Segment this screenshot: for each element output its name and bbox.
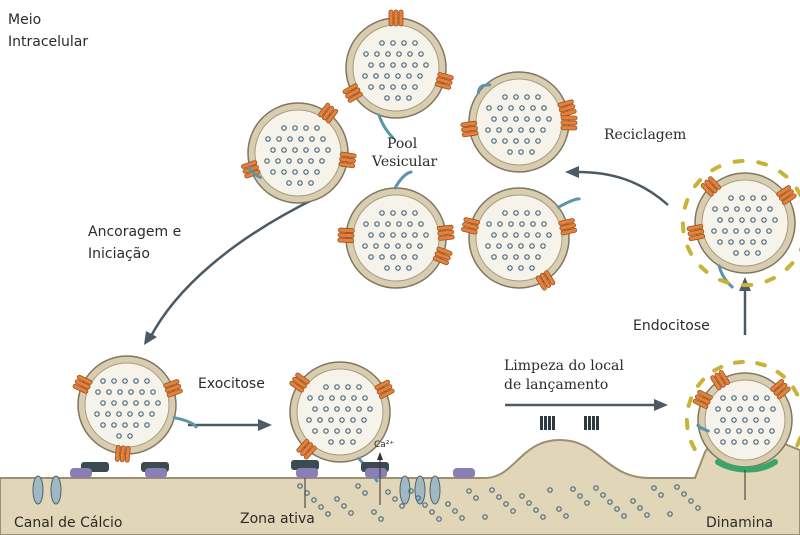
protein-cluster (339, 152, 357, 168)
label-limpeza-line2: de lançamento (504, 377, 608, 393)
residual-protein (548, 416, 551, 430)
label-ancoragem-line1: Ancoragem e (88, 224, 181, 240)
clathrin-segment (764, 275, 777, 284)
clathrin-segment (686, 396, 694, 409)
protein-cluster (338, 228, 355, 243)
arrow-docking (150, 197, 318, 338)
clathrin-segment (784, 260, 795, 271)
label-limpeza-line1: Limpeza do local (504, 358, 624, 374)
vesicle (461, 188, 579, 291)
protein (125, 446, 130, 462)
label-canal: Canal de Cálcio (14, 515, 123, 531)
clathrin-segment (710, 164, 722, 173)
ca-arrow-head (377, 452, 383, 460)
protein-cluster (389, 10, 403, 26)
protein-cluster (437, 225, 454, 241)
snare-tail (395, 172, 411, 188)
protein (561, 116, 577, 120)
rim-protein (296, 468, 318, 478)
vesicle (342, 10, 454, 138)
protein (561, 126, 577, 130)
label-meio-line2: Intracelular (8, 34, 88, 50)
calcium-channel (33, 476, 43, 504)
label-endocitose: Endocitose (633, 318, 710, 334)
clathrin-segment (756, 160, 769, 167)
clathrin-segment (732, 159, 744, 164)
label-reciclagem: Reciclagem (604, 127, 686, 143)
vesicle (72, 356, 196, 462)
protein-cluster (558, 218, 577, 235)
clathrin-segment (695, 377, 706, 389)
rim-protein (453, 468, 475, 478)
arrow-clearance-head (654, 399, 668, 411)
rim-protein (145, 468, 167, 478)
clathrin-segment (692, 177, 703, 189)
protein (561, 121, 577, 125)
label-zona: Zona ativa (240, 511, 315, 527)
arrow-exocytosis-head (258, 419, 272, 431)
residual-protein (596, 416, 599, 430)
vesicle-lumen (705, 380, 785, 460)
residual-protein (544, 416, 547, 430)
clathrin-segment (688, 439, 697, 452)
label-ca: Ca²⁺ (374, 440, 394, 450)
clathrin-segment (775, 369, 787, 380)
arrow-docking-head (144, 331, 157, 345)
protein (338, 233, 354, 238)
clathrin-segment (741, 283, 753, 287)
protein (338, 238, 354, 243)
label-pool-line1: Pool (387, 136, 418, 152)
label-exocitose: Exocitose (198, 376, 265, 392)
rim-protein (365, 468, 387, 478)
residual-protein (552, 416, 555, 430)
clathrin-segment (777, 169, 789, 180)
clathrin-segment (733, 360, 745, 365)
vesicle (461, 72, 578, 172)
protein (338, 228, 354, 233)
protein-cluster (687, 224, 705, 241)
clathrin-segment (682, 198, 690, 211)
label-ancoragem-line2: Iniciação (88, 246, 150, 262)
clathrin-segment (685, 418, 690, 430)
protein-cluster (461, 121, 479, 137)
clathrin-segment (698, 264, 710, 275)
residual-protein (584, 416, 587, 430)
clathrin-segment (795, 435, 800, 448)
clathrin-segment (755, 361, 768, 368)
rim-protein (70, 468, 92, 478)
residual-protein (592, 416, 595, 430)
arrow-recycling-head (565, 166, 579, 178)
snare-tail (558, 199, 579, 207)
protein-cluster (115, 445, 130, 462)
residual-protein (588, 416, 591, 430)
protein-cluster (561, 116, 577, 130)
vesicle (241, 102, 357, 203)
calcium-channel (430, 476, 440, 504)
clathrin-segment (681, 221, 686, 233)
protein (115, 445, 120, 461)
vesicle (338, 172, 455, 288)
protein (389, 10, 393, 26)
label-dinamina: Dinamina (706, 515, 773, 531)
calcium-channel (51, 476, 61, 504)
label-pool-line2: Vesicular (371, 154, 437, 170)
protein (394, 10, 398, 26)
label-meio-line1: Meio (8, 12, 41, 28)
arrow-recycling (578, 172, 668, 205)
residual-protein (540, 416, 543, 430)
clathrin-segment (790, 385, 799, 397)
protein (120, 446, 125, 462)
clathrin-segment (685, 244, 694, 257)
protein (399, 10, 403, 26)
snare-tail (174, 418, 196, 427)
